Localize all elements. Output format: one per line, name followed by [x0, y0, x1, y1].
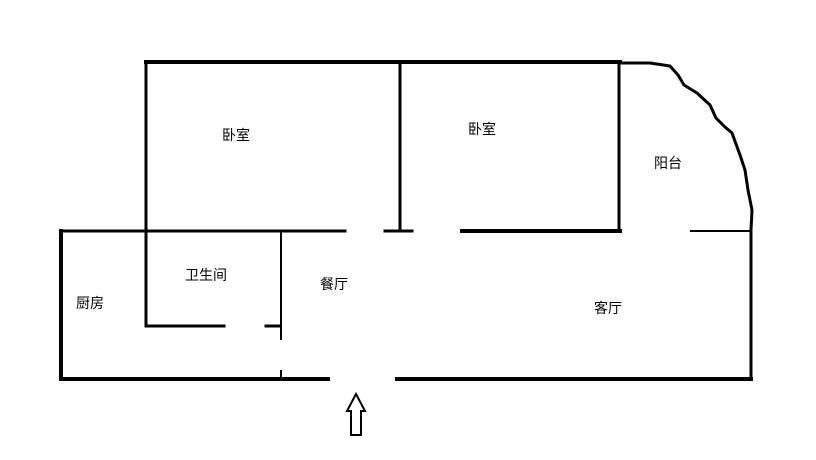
- room-label-bathroom: 卫生间: [185, 268, 227, 284]
- balcony-curve: [618, 61, 754, 232]
- room-label-bedroom-left: 卧室: [222, 128, 250, 144]
- room-label-balcony: 阳台: [654, 156, 682, 172]
- room-label-dining: 餐厅: [320, 277, 348, 293]
- room-label-living: 客厅: [594, 301, 622, 317]
- room-label-bedroom-right: 卧室: [468, 122, 496, 138]
- room-label-kitchen: 厨房: [76, 296, 104, 312]
- up-arrow-icon: [345, 391, 367, 436]
